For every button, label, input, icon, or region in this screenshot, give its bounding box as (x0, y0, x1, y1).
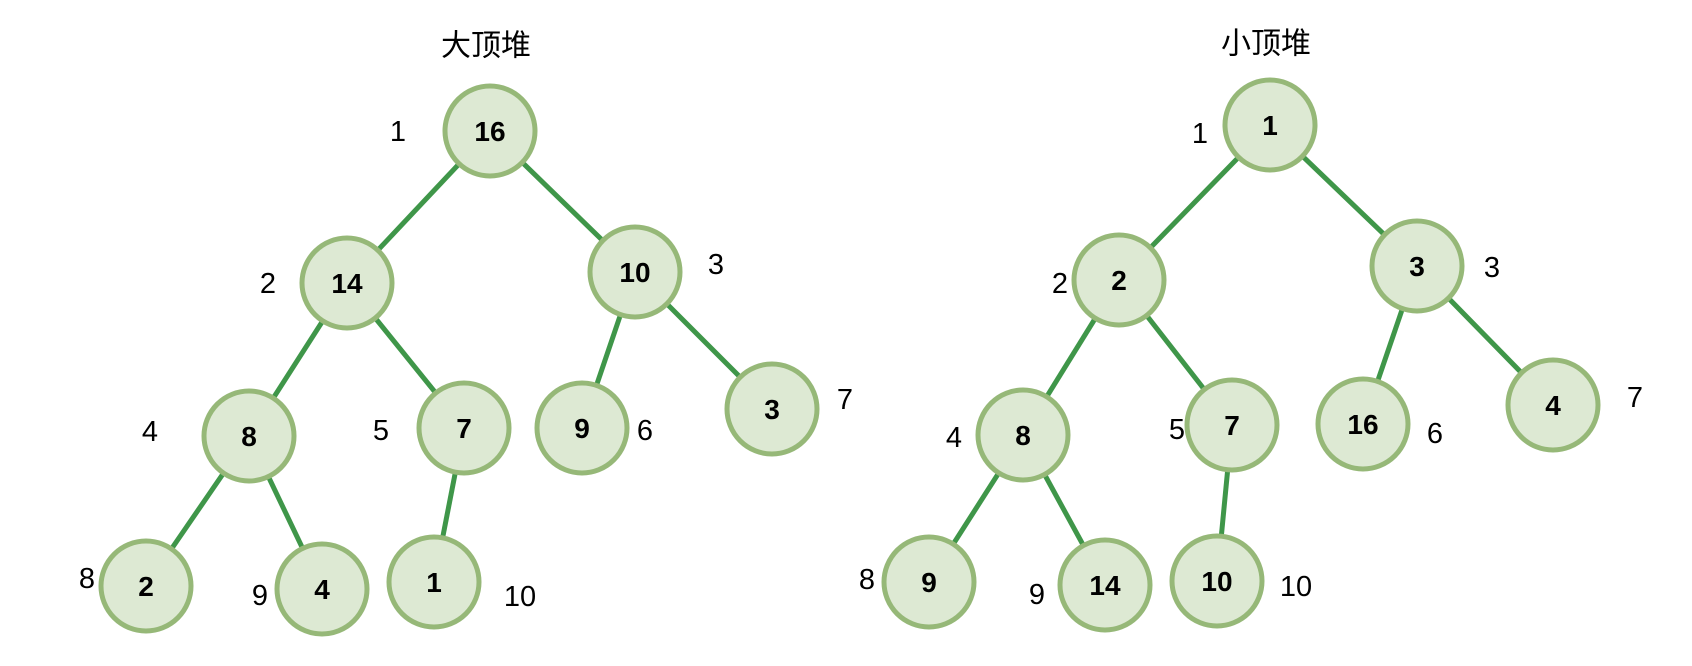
node-circle (534, 380, 630, 476)
node-value: 14 (331, 268, 363, 299)
node-value: 16 (1347, 409, 1378, 440)
node-circle (1057, 537, 1153, 633)
node-circle (724, 361, 820, 457)
edges-layer (143, 123, 1555, 591)
min-heap-node-1: 11 (1192, 77, 1318, 173)
node-circle (975, 387, 1071, 483)
node-circle (442, 83, 538, 179)
node-circle (1222, 77, 1318, 173)
node-circle (1169, 533, 1265, 629)
min-heap-node-6: 16 6 (1315, 376, 1443, 472)
max-heap-node-2: 14 2 (260, 235, 395, 331)
node-index-label: 6 (1427, 418, 1443, 450)
node-value: 10 (619, 257, 650, 288)
node-value: 3 (764, 394, 780, 425)
node-value: 14 (1089, 570, 1121, 601)
node-index-label: 5 (373, 415, 389, 447)
min-heap-title: 小顶堆 (1221, 28, 1311, 61)
node-value: 2 (1111, 265, 1127, 296)
min-heap-node-8: 98 (859, 534, 977, 630)
node-index-label: 3 (708, 249, 724, 281)
node-value: 16 (474, 116, 505, 147)
node-circle (416, 380, 512, 476)
node-circle (1071, 232, 1167, 328)
node-index-label: 2 (1052, 268, 1068, 300)
max-heap-node-4: 84 (142, 388, 297, 484)
max-heap-title: 大顶堆 (441, 30, 531, 63)
node-index-label: 9 (1029, 579, 1045, 611)
node-value: 9 (574, 413, 590, 444)
max-heap-node-10: 1 10 (386, 534, 536, 630)
node-value: 3 (1409, 251, 1425, 282)
node-value: 1 (426, 567, 442, 598)
node-index-label: 4 (946, 422, 962, 454)
node-circle (881, 534, 977, 630)
node-circle (1315, 376, 1411, 472)
max-heap-node-5: 75 (373, 380, 512, 476)
max-heap-node-3: 10 3 (587, 224, 724, 320)
node-value: 9 (921, 567, 937, 598)
node-circle (98, 538, 194, 634)
node-index-label: 9 (252, 580, 268, 612)
min-heap-node-2: 22 (1052, 232, 1167, 328)
node-circle (587, 224, 683, 320)
node-circle (299, 235, 395, 331)
node-value: 10 (1201, 566, 1232, 597)
node-index-label: 6 (637, 415, 653, 447)
node-value: 8 (1015, 420, 1031, 451)
node-index-label: 7 (1627, 382, 1643, 414)
min-heap-node-10: 10 10 (1169, 533, 1312, 629)
node-index-label: 2 (260, 268, 276, 300)
node-circle (201, 388, 297, 484)
max-heap-node-1: 16 1 (390, 83, 538, 179)
node-circle (1369, 218, 1465, 314)
node-circle (274, 541, 370, 637)
min-heap-node-9: 14 9 (1029, 537, 1153, 633)
node-index-label: 8 (79, 563, 95, 595)
node-circle (386, 534, 482, 630)
node-circle (1505, 357, 1601, 453)
node-value: 1 (1262, 110, 1278, 141)
node-circle (1184, 377, 1280, 473)
min-heap-node-4: 84 (946, 387, 1071, 483)
max-heap-node-8: 28 (79, 538, 194, 634)
node-index-label: 4 (142, 416, 158, 448)
node-index-label: 8 (859, 564, 875, 596)
node-value: 2 (138, 571, 154, 602)
min-heap-node-5: 75 (1169, 377, 1280, 473)
node-index-label: 10 (1280, 571, 1312, 603)
node-index-label: 5 (1169, 414, 1185, 446)
node-value: 7 (456, 413, 472, 444)
node-index-label: 1 (1192, 118, 1208, 150)
node-index-label: 7 (837, 384, 853, 416)
node-index-label: 1 (390, 116, 406, 148)
node-value: 4 (314, 574, 330, 605)
node-index-label: 10 (504, 581, 536, 613)
max-heap-node-9: 49 (252, 541, 370, 637)
node-value: 4 (1545, 390, 1561, 421)
node-index-label: 3 (1484, 252, 1500, 284)
node-value: 8 (241, 421, 257, 452)
node-value: 7 (1224, 410, 1240, 441)
